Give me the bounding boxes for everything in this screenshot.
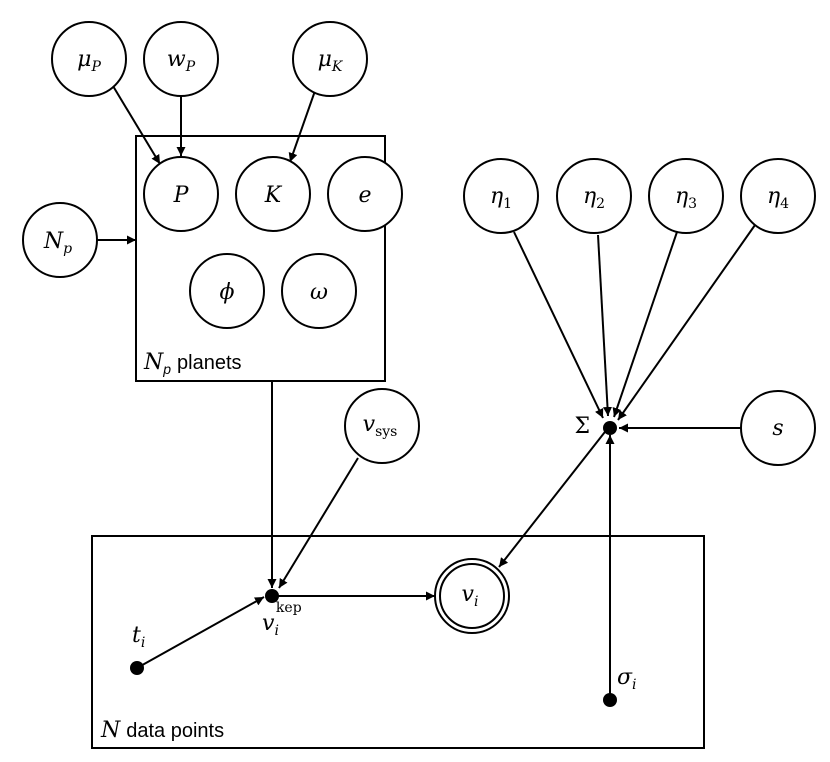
- data-points-plate: [91, 535, 705, 749]
- node-circle: [281, 253, 357, 329]
- node-label: wP: [167, 47, 196, 75]
- edge-Sigma-to-vi: [498, 427, 609, 568]
- edge-eta1-to-Sigma: [513, 231, 604, 419]
- node-e: e: [327, 156, 403, 232]
- node-circle: [22, 202, 98, 278]
- node-circle: [143, 156, 219, 232]
- node-label: K: [264, 183, 283, 208]
- node-circle: [556, 158, 632, 234]
- node-label: η3: [675, 184, 697, 212]
- node-label: η4: [767, 184, 789, 212]
- node-circle: [740, 390, 816, 466]
- node-circle: [344, 388, 420, 464]
- node-mu_P: μP: [51, 21, 127, 97]
- point-sigma_i: σi: [603, 665, 637, 707]
- point-v_kep: vikep: [262, 589, 302, 639]
- point-t_i: ti: [130, 623, 145, 675]
- node-s: s: [740, 390, 816, 466]
- point-Sigma: Σ: [574, 414, 617, 439]
- planets-plate: [135, 135, 386, 382]
- edge-mu_K-to-K: [288, 87, 317, 163]
- node-K: K: [235, 156, 311, 232]
- node-label: μK: [318, 47, 344, 75]
- node-circle: [648, 158, 724, 234]
- edge-eta3-to-Sigma: [612, 228, 679, 418]
- point-dot: [603, 421, 617, 435]
- node-circle-inner: [439, 563, 505, 629]
- edges: [97, 85, 756, 700]
- node-circle: [235, 156, 311, 232]
- node-v_i-observed: vi: [434, 558, 510, 634]
- node-circle: [51, 21, 127, 97]
- node-eta1: η1: [463, 158, 539, 234]
- point-label: σi: [617, 665, 637, 693]
- node-label: ω: [310, 280, 328, 305]
- edge-eta2-to-Sigma: [597, 234, 612, 417]
- node-label: P: [173, 183, 190, 208]
- node-phi: ϕ: [189, 253, 265, 329]
- node-omega: ω: [281, 253, 357, 329]
- edge-vsys-to-vkep: [278, 457, 359, 589]
- node-label: e: [358, 183, 371, 208]
- node-circle: [327, 156, 403, 232]
- node-P: P: [143, 156, 219, 232]
- node-circle: [189, 253, 265, 329]
- node-mu_K: μK: [292, 21, 368, 97]
- edge-ti-to-vkep: [136, 596, 265, 669]
- point-label: vikep: [262, 600, 302, 639]
- node-label: μP: [77, 47, 101, 75]
- node-w_P: wP: [143, 21, 219, 97]
- node-v_sys: vsys: [344, 388, 420, 464]
- edge-eta4-to-Sigma: [617, 224, 756, 421]
- node-eta4: η4: [740, 158, 816, 234]
- edge-mu_P-to-P: [112, 85, 161, 165]
- node-label: Np: [43, 229, 72, 257]
- node-circle: [143, 21, 219, 97]
- point-dot: [265, 589, 279, 603]
- node-label: s: [772, 416, 783, 441]
- node-eta2: η2: [556, 158, 632, 234]
- node-label: η1: [490, 184, 512, 212]
- node-circle: [292, 21, 368, 97]
- node-label: vi: [462, 582, 479, 610]
- node-label: ϕ: [220, 280, 235, 305]
- point-label: Σ: [574, 414, 590, 439]
- node-label: η2: [583, 184, 605, 212]
- point-dot: [603, 693, 617, 707]
- node-eta3: η3: [648, 158, 724, 234]
- node-circle: [740, 158, 816, 234]
- node-circle: [463, 158, 539, 234]
- point-dot: [130, 661, 144, 675]
- point-label: ti: [132, 623, 145, 651]
- node-N_p: Np: [22, 202, 98, 278]
- node-label: vsys: [363, 412, 398, 440]
